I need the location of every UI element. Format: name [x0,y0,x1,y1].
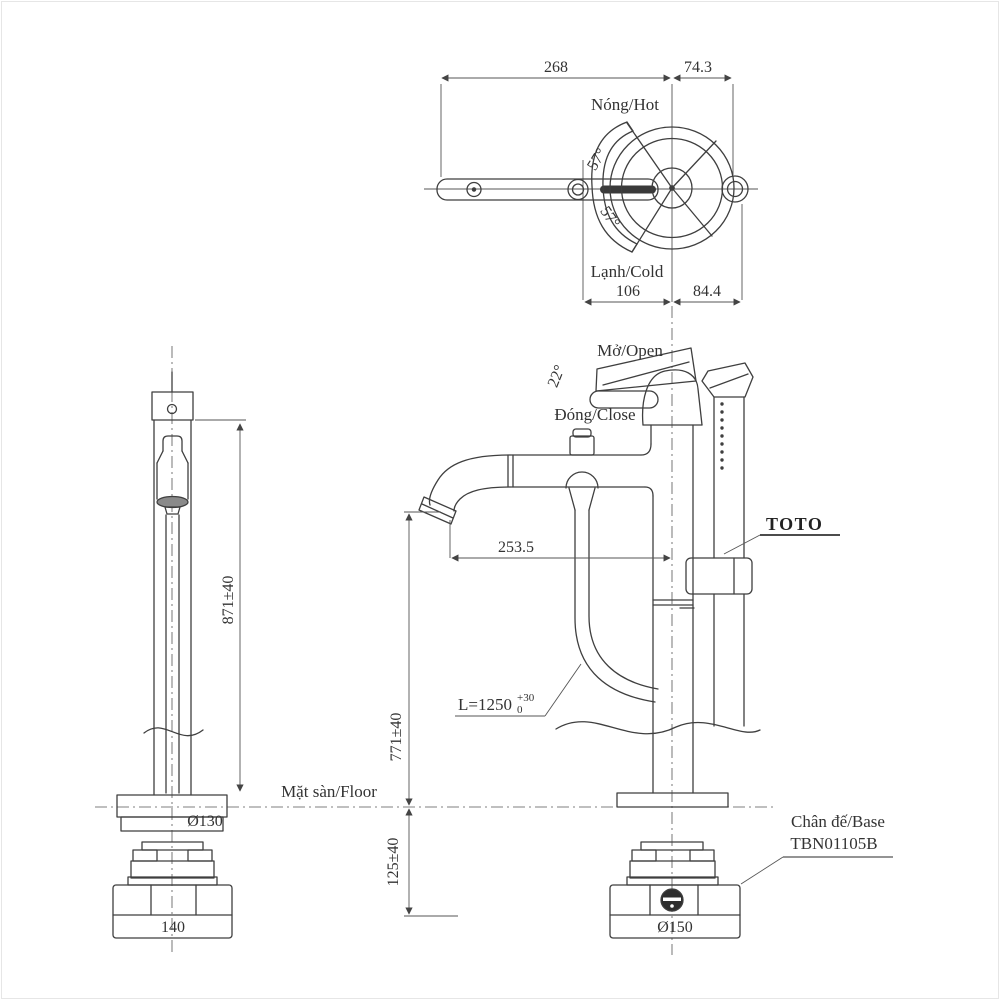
center-lines [95,306,775,955]
front-view-break-line [555,721,761,735]
side-height-dimension [195,419,246,792]
hose-tolerance-lower: 0 [517,704,523,716]
hot-angle-label: 57° [584,146,610,174]
top-view: 268 74.3 Nóng/Hot 57° 57° Lạnh/Cold 106 … [424,59,758,306]
top-dimension-lines [424,74,758,306]
toto-logo-text: TOTO [766,514,823,534]
front-view-handle [589,347,703,426]
front-view-base [609,792,741,939]
front-view: Mở/Open 22° Đóng/Close 253.5 771±40 125±… [385,341,893,939]
hot-label: Nóng/Hot [591,95,659,114]
cold-angle-label: 57° [596,203,623,231]
hose-length-value: L=1250 [458,695,512,714]
spray-dots [720,402,724,470]
handle-rotation-arcs [591,121,638,253]
base-callout-line2: TBN01105B [790,834,877,853]
side-view-base [112,794,233,939]
dim-268-label: 268 [544,59,568,76]
side-view-break-line [143,727,204,737]
cold-label: Lạnh/Cold [591,262,664,281]
base-callout: Chân đế/Base TBN01105B [790,812,885,853]
front-view-hand-shower [679,362,754,727]
dim-771-label: 771±40 [388,713,405,762]
open-label: Mở/Open [597,341,663,360]
close-label: Đóng/Close [554,405,635,424]
top-view-body [609,122,749,253]
front-dimension-lines [404,511,893,917]
hose-length-label: L=1250 +30 0 [458,692,535,716]
dim-125-label: 125±40 [385,838,402,887]
base-callout-line1: Chân đế/Base [791,812,885,831]
dim-106-label: 106 [616,283,640,300]
dia-130-label: Ø130 [187,813,223,830]
side-view-hand-shower [156,435,189,794]
open-angle-label: 22° [545,363,569,390]
side-view: 871±40 Ø130 140 [112,371,246,939]
dim-871-label: 871±40 [220,576,237,625]
front-view-column-spout [418,424,694,794]
dim-84-4-label: 84.4 [693,283,721,300]
dia-150-label: Ø150 [657,919,693,936]
floor-label: Mặt sàn/Floor [281,782,377,801]
toto-logo: TOTO [760,514,840,536]
side-view-body [151,371,194,796]
dim-74-3-label: 74.3 [684,59,712,76]
lever-slot-mark [600,185,656,194]
dim-140-label: 140 [161,919,185,936]
dim-253-5-label: 253.5 [498,539,534,556]
top-view-lever [436,178,659,201]
hose-tolerance-upper: +30 [517,692,535,704]
